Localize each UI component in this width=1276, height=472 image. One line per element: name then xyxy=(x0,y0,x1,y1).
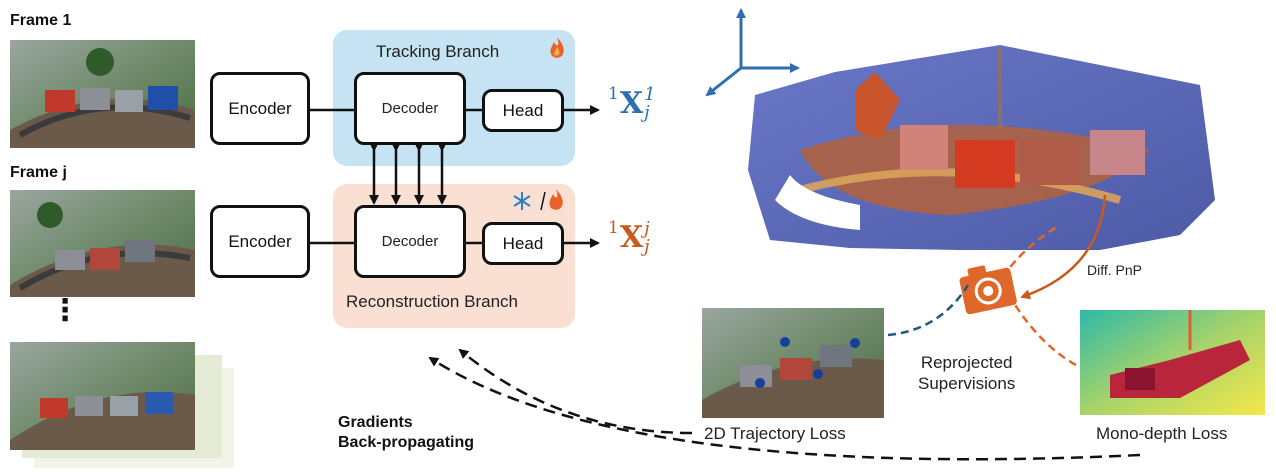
tracking-encoder-block: Encoder xyxy=(210,72,310,145)
frame-1-image xyxy=(10,40,195,148)
cross-branch-arrows xyxy=(369,142,447,205)
gradients-line-1: Gradients xyxy=(338,414,413,431)
tracking-output-prefix: 1 xyxy=(608,84,619,104)
camera-icon xyxy=(959,265,1017,315)
tracking-head-block: Head xyxy=(482,89,564,132)
depth-dashed-link xyxy=(1010,299,1077,367)
flame-icon xyxy=(550,37,564,58)
point-cloud-reconstruction xyxy=(748,45,1215,250)
trajectory-image xyxy=(702,308,884,418)
coordinate-axes xyxy=(705,8,800,97)
frame-stack-images xyxy=(10,342,234,468)
pnp-dashed-line xyxy=(988,223,1061,301)
recon-output-symbol: X xyxy=(619,220,644,255)
gradient-arrow-trajectory xyxy=(458,348,693,435)
recon-head-block: Head xyxy=(482,222,564,265)
recon-output-sub: j xyxy=(644,236,650,257)
pnp-arrow xyxy=(1020,194,1107,300)
icon-slash xyxy=(540,191,546,211)
tracking-output-sup: 1 xyxy=(644,84,656,105)
tracking-branch-title: Tracking Branch xyxy=(376,42,500,61)
recon-encoder-block: Encoder xyxy=(210,205,310,278)
tracking-output-symbol: X xyxy=(619,86,644,121)
recon-output-prefix: 1 xyxy=(608,218,619,238)
frame-j-image xyxy=(10,190,195,297)
reprojected-supervisions-label: Reprojected Supervisions xyxy=(918,352,1015,394)
diff-pnp-label: Diff. PnP xyxy=(1087,262,1142,278)
reconstruction-branch-title: Reconstruction Branch xyxy=(346,292,518,311)
gradients-line-2: Back-propagating xyxy=(338,434,475,451)
recon-output-sup: j xyxy=(644,218,650,239)
tracking-output-sub: j xyxy=(644,102,650,123)
reprojected-line-1: Reprojected xyxy=(920,353,1013,372)
ellipsis-label: ⋮ xyxy=(50,294,80,327)
recon-decoder-block: Decoder xyxy=(354,205,466,278)
flame-icon-small xyxy=(549,189,563,210)
snowflake-icon xyxy=(513,192,531,210)
gradients-label: Gradients Back-propagating xyxy=(338,413,474,453)
tracking-decoder-block: Decoder xyxy=(354,72,466,145)
trajectory-dashed-link xyxy=(887,284,970,337)
trajectory-loss-label: 2D Trajectory Loss xyxy=(704,424,846,443)
frame-1-label: Frame 1 xyxy=(10,12,72,29)
frame-j-label: Frame j xyxy=(10,164,67,181)
mono-depth-image xyxy=(1080,310,1265,415)
mono-depth-loss-label: Mono-depth Loss xyxy=(1096,424,1228,443)
reprojected-line-2: Supervisions xyxy=(918,374,1016,393)
gradient-arrow-depth xyxy=(428,356,1141,461)
